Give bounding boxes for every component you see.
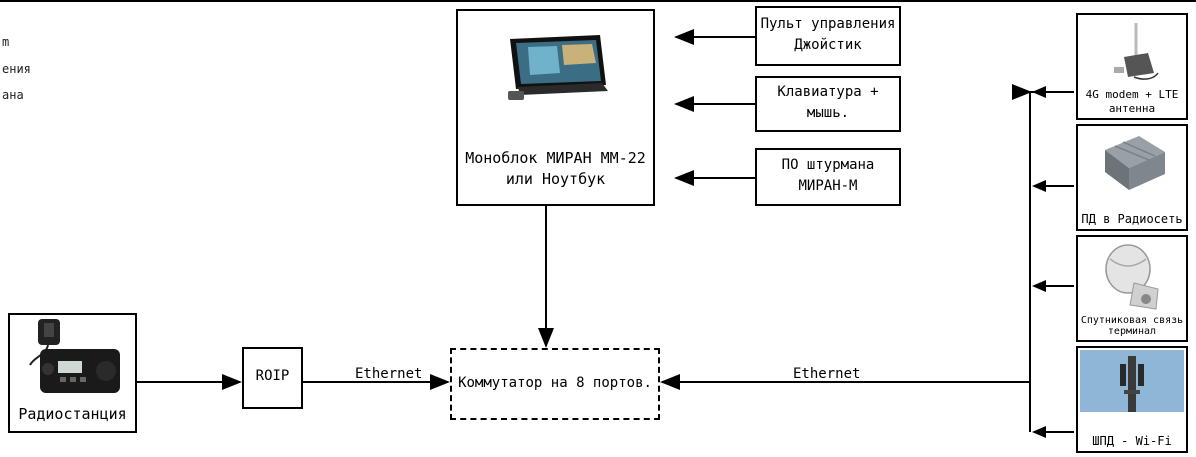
device-satellite-label-1: Спутниковая связь: [1080, 315, 1184, 326]
ethernet-label-left: Ethernet: [355, 366, 423, 382]
left-fragment-1: m: [2, 35, 10, 49]
roip-label: ROIP: [255, 368, 290, 384]
device-satellite-label-2: терминал: [1107, 326, 1157, 337]
device-4g-label-1: 4G modem + LTE: [1085, 88, 1179, 101]
joystick-label-1: Пульт управления: [760, 16, 896, 32]
satellite-dish-icon: [1105, 244, 1159, 310]
device-radiomodule-label: ПД в Радиосеть: [1081, 212, 1183, 226]
left-fragment-2: ения: [2, 62, 31, 76]
monoblock-label-1: Моноблок МИРАН ММ-22: [465, 149, 646, 167]
monoblock-label-2: или Ноутбук: [505, 170, 606, 188]
monitor-icon: [508, 35, 608, 100]
keyboard-box: Клавиатура + мышь.: [755, 76, 901, 132]
arrowhead-4g: [1032, 86, 1046, 98]
software-label-2: МИРАН-М: [798, 178, 858, 194]
software-box: ПО штурмана МИРАН-М: [755, 148, 901, 206]
roip-box: ROIP: [242, 347, 303, 409]
switch-label: Коммутатор на 8 портов.: [458, 375, 652, 391]
left-fragment-3: ана: [2, 88, 24, 102]
arrowhead-radiomodule: [1032, 180, 1046, 192]
modem-icon: [1114, 23, 1159, 80]
joystick-box: Пульт управления Джойстик: [755, 6, 901, 66]
joystick-label-2: Джойстик: [794, 37, 862, 53]
device-wifi-label: ШПД - Wi-Fi: [1092, 434, 1172, 448]
radio-box: Радиостанция: [8, 313, 137, 433]
arrowhead-satellite: [1032, 280, 1046, 292]
arrowhead-wifi: [1032, 426, 1046, 438]
ethernet-label-right: Ethernet: [793, 366, 861, 382]
device-4g-label-2: антенна: [1108, 102, 1156, 115]
device-4g-box: 4G modem + LTE антенна: [1076, 13, 1188, 120]
software-label-1: ПО штурмана: [781, 157, 875, 173]
device-wifi-box: ШПД - Wi-Fi: [1076, 346, 1188, 453]
cell-tower-icon: [1080, 350, 1184, 412]
radio-module-icon: [1105, 136, 1165, 190]
device-satellite-box: Спутниковая связь терминал: [1076, 235, 1188, 342]
switch-box: Коммутатор на 8 портов.: [450, 348, 660, 420]
device-radiomodule-box: ПД в Радиосеть: [1076, 124, 1188, 231]
top-rule: [0, 0, 1196, 2]
monoblock-box: Моноблок МИРАН ММ-22 или Ноутбук: [456, 9, 655, 206]
radio-label: Радиостанция: [18, 405, 127, 423]
keyboard-label-2: мышь.: [806, 105, 850, 121]
keyboard-label-1: Клавиатура +: [777, 84, 879, 100]
radio-icon: [29, 319, 120, 393]
